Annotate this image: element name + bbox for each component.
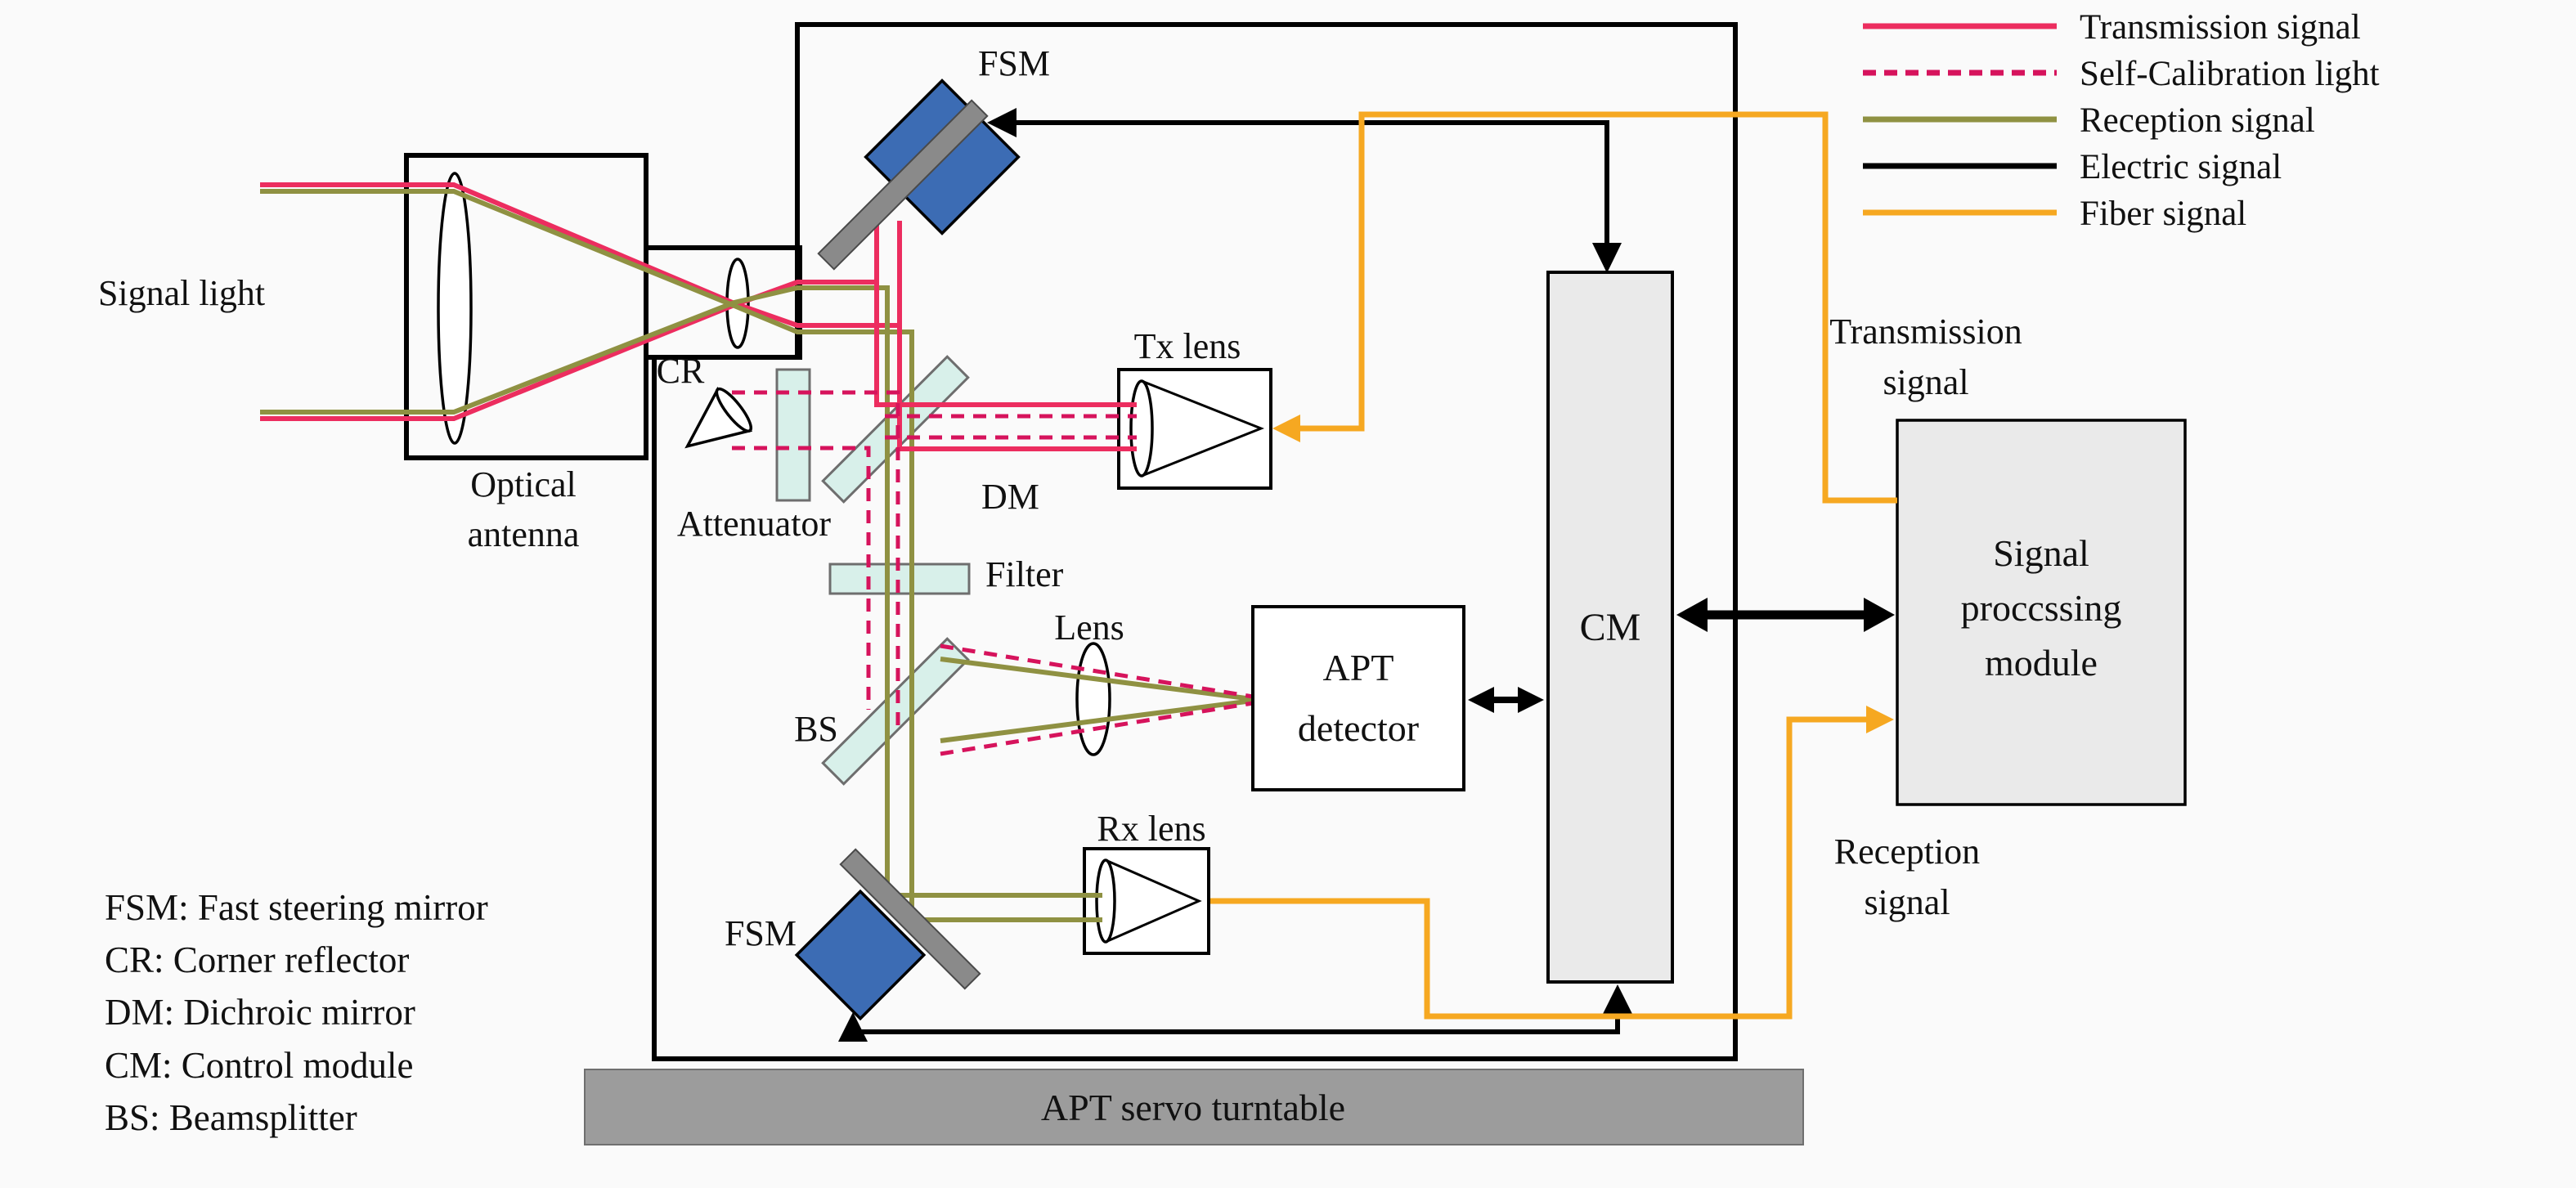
dichroic-mirror	[821, 355, 970, 504]
signal-light-label: Signal light	[98, 273, 265, 313]
apt-beam-cal-top	[940, 643, 1254, 699]
rx-lens-label: Rx lens	[1097, 809, 1205, 849]
calibration-beam-cr-a	[732, 390, 900, 726]
abbrev-bs: BS: Beamsplitter	[105, 1097, 357, 1138]
fiber-reception	[1210, 716, 1873, 1020]
legend-label-fiber: Fiber signal	[2080, 195, 2246, 233]
rx-lens-cone	[1105, 858, 1202, 944]
turntable-label: APT servo turntable	[1041, 1087, 1345, 1128]
legend: Transmission signal Self-Calibration lig…	[1863, 8, 2380, 233]
fsm-top-mirror	[817, 99, 989, 271]
apt-detector-label-2: detector	[1298, 707, 1419, 749]
lens-label: Lens	[1054, 607, 1124, 648]
reception-beam-upper	[260, 189, 1102, 922]
arrowhead-into-apt	[1468, 687, 1494, 713]
apt-beam-olive-bottom	[940, 698, 1254, 743]
electric-wire-fsm-top-cm	[1014, 120, 1609, 263]
attenuator-plate	[775, 368, 811, 502]
filter-label: Filter	[985, 554, 1064, 594]
arrowhead-into-spm	[1864, 598, 1895, 632]
cr-label: CR	[657, 351, 705, 391]
legend-label-transmission: Transmission signal	[2080, 8, 2361, 47]
abbreviation-key: FSM: Fast steering mirror CR: Corner ref…	[105, 887, 488, 1138]
fsm-bottom-assembly	[794, 848, 981, 1021]
dm-label: DM	[981, 477, 1039, 517]
legend-label-electric: Electric signal	[2080, 148, 2282, 186]
rx-lens-glass	[1095, 858, 1116, 944]
calibration-beam-cr-b	[732, 446, 871, 710]
transmission-signal-label-1: Transmission	[1829, 312, 2022, 352]
bs-label: BS	[794, 709, 838, 749]
electric-wire-fsm-bottom-cm	[853, 989, 1620, 1034]
spm-label-3: module	[1985, 642, 2098, 684]
abbrev-cm: CM: Control module	[105, 1045, 414, 1086]
arrowhead-into-fsm-top	[987, 108, 1016, 137]
cm-label: CM	[1580, 606, 1641, 649]
apt-servo-turntable-bar	[584, 1069, 1804, 1145]
abbrev-cr: CR: Corner reflector	[105, 939, 409, 980]
tx-lens-glass	[1129, 379, 1154, 477]
legend-label-selfcal: Self-Calibration light	[2080, 55, 2380, 93]
apt-detector-box	[1251, 605, 1465, 791]
tx-lens-cone	[1141, 379, 1265, 477]
corner-reflector-base	[715, 387, 753, 433]
abbrev-dm: DM: Dichroic mirror	[105, 992, 415, 1033]
apt-beam-cal-bottom	[940, 701, 1254, 756]
tx-lens-label: Tx lens	[1134, 326, 1241, 366]
fsm-bottom-actuator	[794, 889, 927, 1021]
fiber-transmission	[1292, 111, 1897, 504]
arrowhead-into-fsm-bottom	[838, 1012, 868, 1042]
fsm-top-assembly	[817, 78, 1021, 271]
tx-lens-assembly	[1117, 368, 1272, 490]
optical-antenna-label-1: Optical	[470, 464, 577, 504]
attenuator-label: Attenuator	[677, 504, 832, 544]
optical-antenna-label-2: antenna	[468, 514, 580, 554]
antenna-primary-lens	[437, 172, 473, 445]
tx-beam-dm-vertical-a	[874, 209, 1137, 407]
arrowhead-into-cm-left	[1518, 687, 1544, 713]
transmission-signal-label-2: signal	[1883, 362, 1968, 402]
corner-reflector	[684, 387, 753, 449]
spm-label-1: Signal	[1993, 532, 2089, 574]
apt-lens-glass	[1075, 642, 1111, 756]
spm-label-2: proccssing	[1961, 587, 2122, 629]
apt-beam-olive-top	[940, 657, 1254, 702]
legend-label-reception: Reception signal	[2080, 101, 2315, 140]
arrowhead-into-cm-right	[1676, 598, 1708, 632]
transmission-beam-upper	[260, 182, 900, 328]
control-module-box	[1546, 271, 1674, 984]
arrowhead-into-cm-bottom	[1603, 984, 1632, 1014]
arrowhead-into-cm-top	[1592, 243, 1622, 273]
arrowhead-fiber-into-tx-lens	[1272, 415, 1300, 442]
signal-processing-module-box	[1896, 419, 2187, 806]
fsm-top-label: FSM	[978, 43, 1050, 83]
rx-lens-assembly	[1083, 847, 1210, 955]
fsm-bottom-mirror	[839, 848, 981, 990]
reception-signal-label-2: signal	[1864, 882, 1950, 922]
fsm-bottom-label: FSM	[725, 913, 797, 953]
corner-reflector-cone	[684, 387, 753, 449]
abbrev-fsm: FSM: Fast steering mirror	[105, 887, 488, 928]
arrowhead-fiber-into-spm	[1866, 706, 1894, 733]
reception-signal-label-1: Reception	[1834, 832, 1980, 872]
optical-antenna-box	[404, 153, 648, 460]
apt-detector-label-1: APT	[1323, 647, 1394, 688]
